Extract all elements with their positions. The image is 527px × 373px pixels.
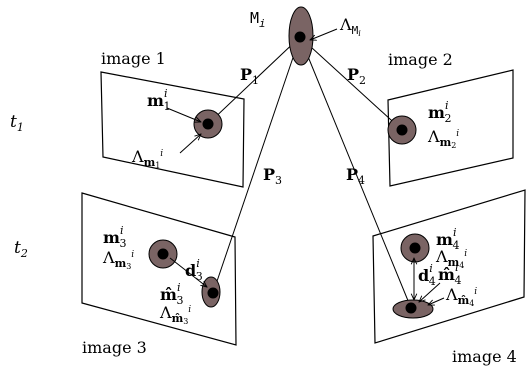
ray-p1 — [207, 36, 301, 125]
m1-cov-arrow — [179, 134, 201, 154]
image-2-label: image 2 — [388, 50, 453, 69]
image-1-label: image 1 — [101, 49, 166, 68]
m4-covariance-label: Λm4i — [435, 247, 467, 270]
m2-point — [396, 124, 408, 136]
world-cov-arrow — [310, 28, 338, 40]
m1-point — [202, 118, 214, 130]
mhat4-covariance-label: Λm̂4i — [445, 285, 477, 308]
projection-p4-label: P4 — [346, 165, 365, 187]
world-point-label: Mi — [250, 9, 266, 30]
image-3-label: image 3 — [82, 338, 147, 357]
time-t1-label: t1 — [10, 112, 24, 134]
time-t2-label: t2 — [14, 238, 28, 260]
ray-p4 — [299, 36, 412, 309]
m1-covariance-label: Λm1i — [131, 147, 163, 170]
mhat4-point — [405, 302, 417, 314]
mhat4-label-arrow — [419, 282, 441, 302]
m2-covariance-label: Λm2i — [427, 127, 459, 150]
mhat4-cov-arrow — [428, 297, 445, 305]
image-4-label: image 4 — [452, 347, 517, 366]
m1-arrow — [166, 107, 201, 122]
image-plane-3 — [81, 192, 237, 346]
m3-point — [157, 248, 169, 260]
mhat3-point — [207, 287, 219, 299]
projection-p1-label: P1 — [240, 65, 259, 87]
image-plane-2 — [387, 69, 514, 187]
m3-covariance-label: Λm3i — [102, 248, 134, 271]
world-cov-label: ΛMi — [339, 15, 361, 38]
world-point — [294, 31, 306, 43]
image-plane-1 — [100, 71, 245, 188]
m4-point — [409, 242, 421, 254]
mhat3-covariance-label: Λm̂3i — [159, 303, 191, 326]
ray-p2 — [299, 36, 403, 131]
d3-vector — [169, 257, 207, 287]
image-plane-4 — [372, 189, 526, 344]
projection-p3-label: P3 — [263, 165, 282, 187]
ray-p3 — [212, 36, 301, 294]
projection-p2-label: P2 — [347, 65, 366, 87]
